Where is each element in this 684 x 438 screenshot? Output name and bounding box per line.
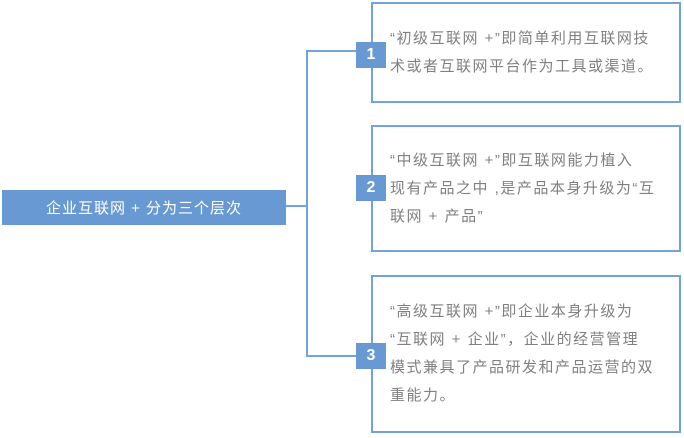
root-node: 企业互联网 + 分为三个层次 (2, 190, 286, 225)
level-2-text: “中级互联网 +”即互联网能力植入 现有产品之中 ,是产品本身升级为“互 联网 … (390, 151, 656, 225)
connector-root-horizontal (286, 205, 308, 207)
connector-trunk-vertical (306, 50, 308, 357)
level-1-number: 1 (366, 46, 376, 63)
connector-branch-level-1 (308, 50, 356, 52)
connector-branch-level-3 (308, 355, 356, 357)
level-1-text: “初级互联网 +”即简单利用互联网技 术或者互联网平台作为工具或渠道。 (390, 29, 655, 75)
level-box-3: “高级互联网 +”即企业本身升级为 “互联网 + 企业”，企业的经营管理 模式兼… (371, 275, 681, 433)
level-1-number-badge: 1 (356, 42, 386, 68)
level-box-1: “初级互联网 +”即简单利用互联网技 术或者互联网平台作为工具或渠道。 (371, 2, 681, 103)
root-node-label: 企业互联网 + 分为三个层次 (45, 200, 243, 217)
level-3-number-badge: 3 (356, 343, 386, 369)
level-box-2: “中级互联网 +”即互联网能力植入 现有产品之中 ,是产品本身升级为“互 联网 … (371, 125, 681, 252)
level-3-number: 3 (366, 347, 376, 364)
level-3-text: “高级互联网 +”即企业本身升级为 “互联网 + 企业”，企业的经营管理 模式兼… (390, 303, 655, 404)
level-2-number-badge: 2 (356, 175, 386, 201)
level-2-number: 2 (366, 179, 376, 196)
